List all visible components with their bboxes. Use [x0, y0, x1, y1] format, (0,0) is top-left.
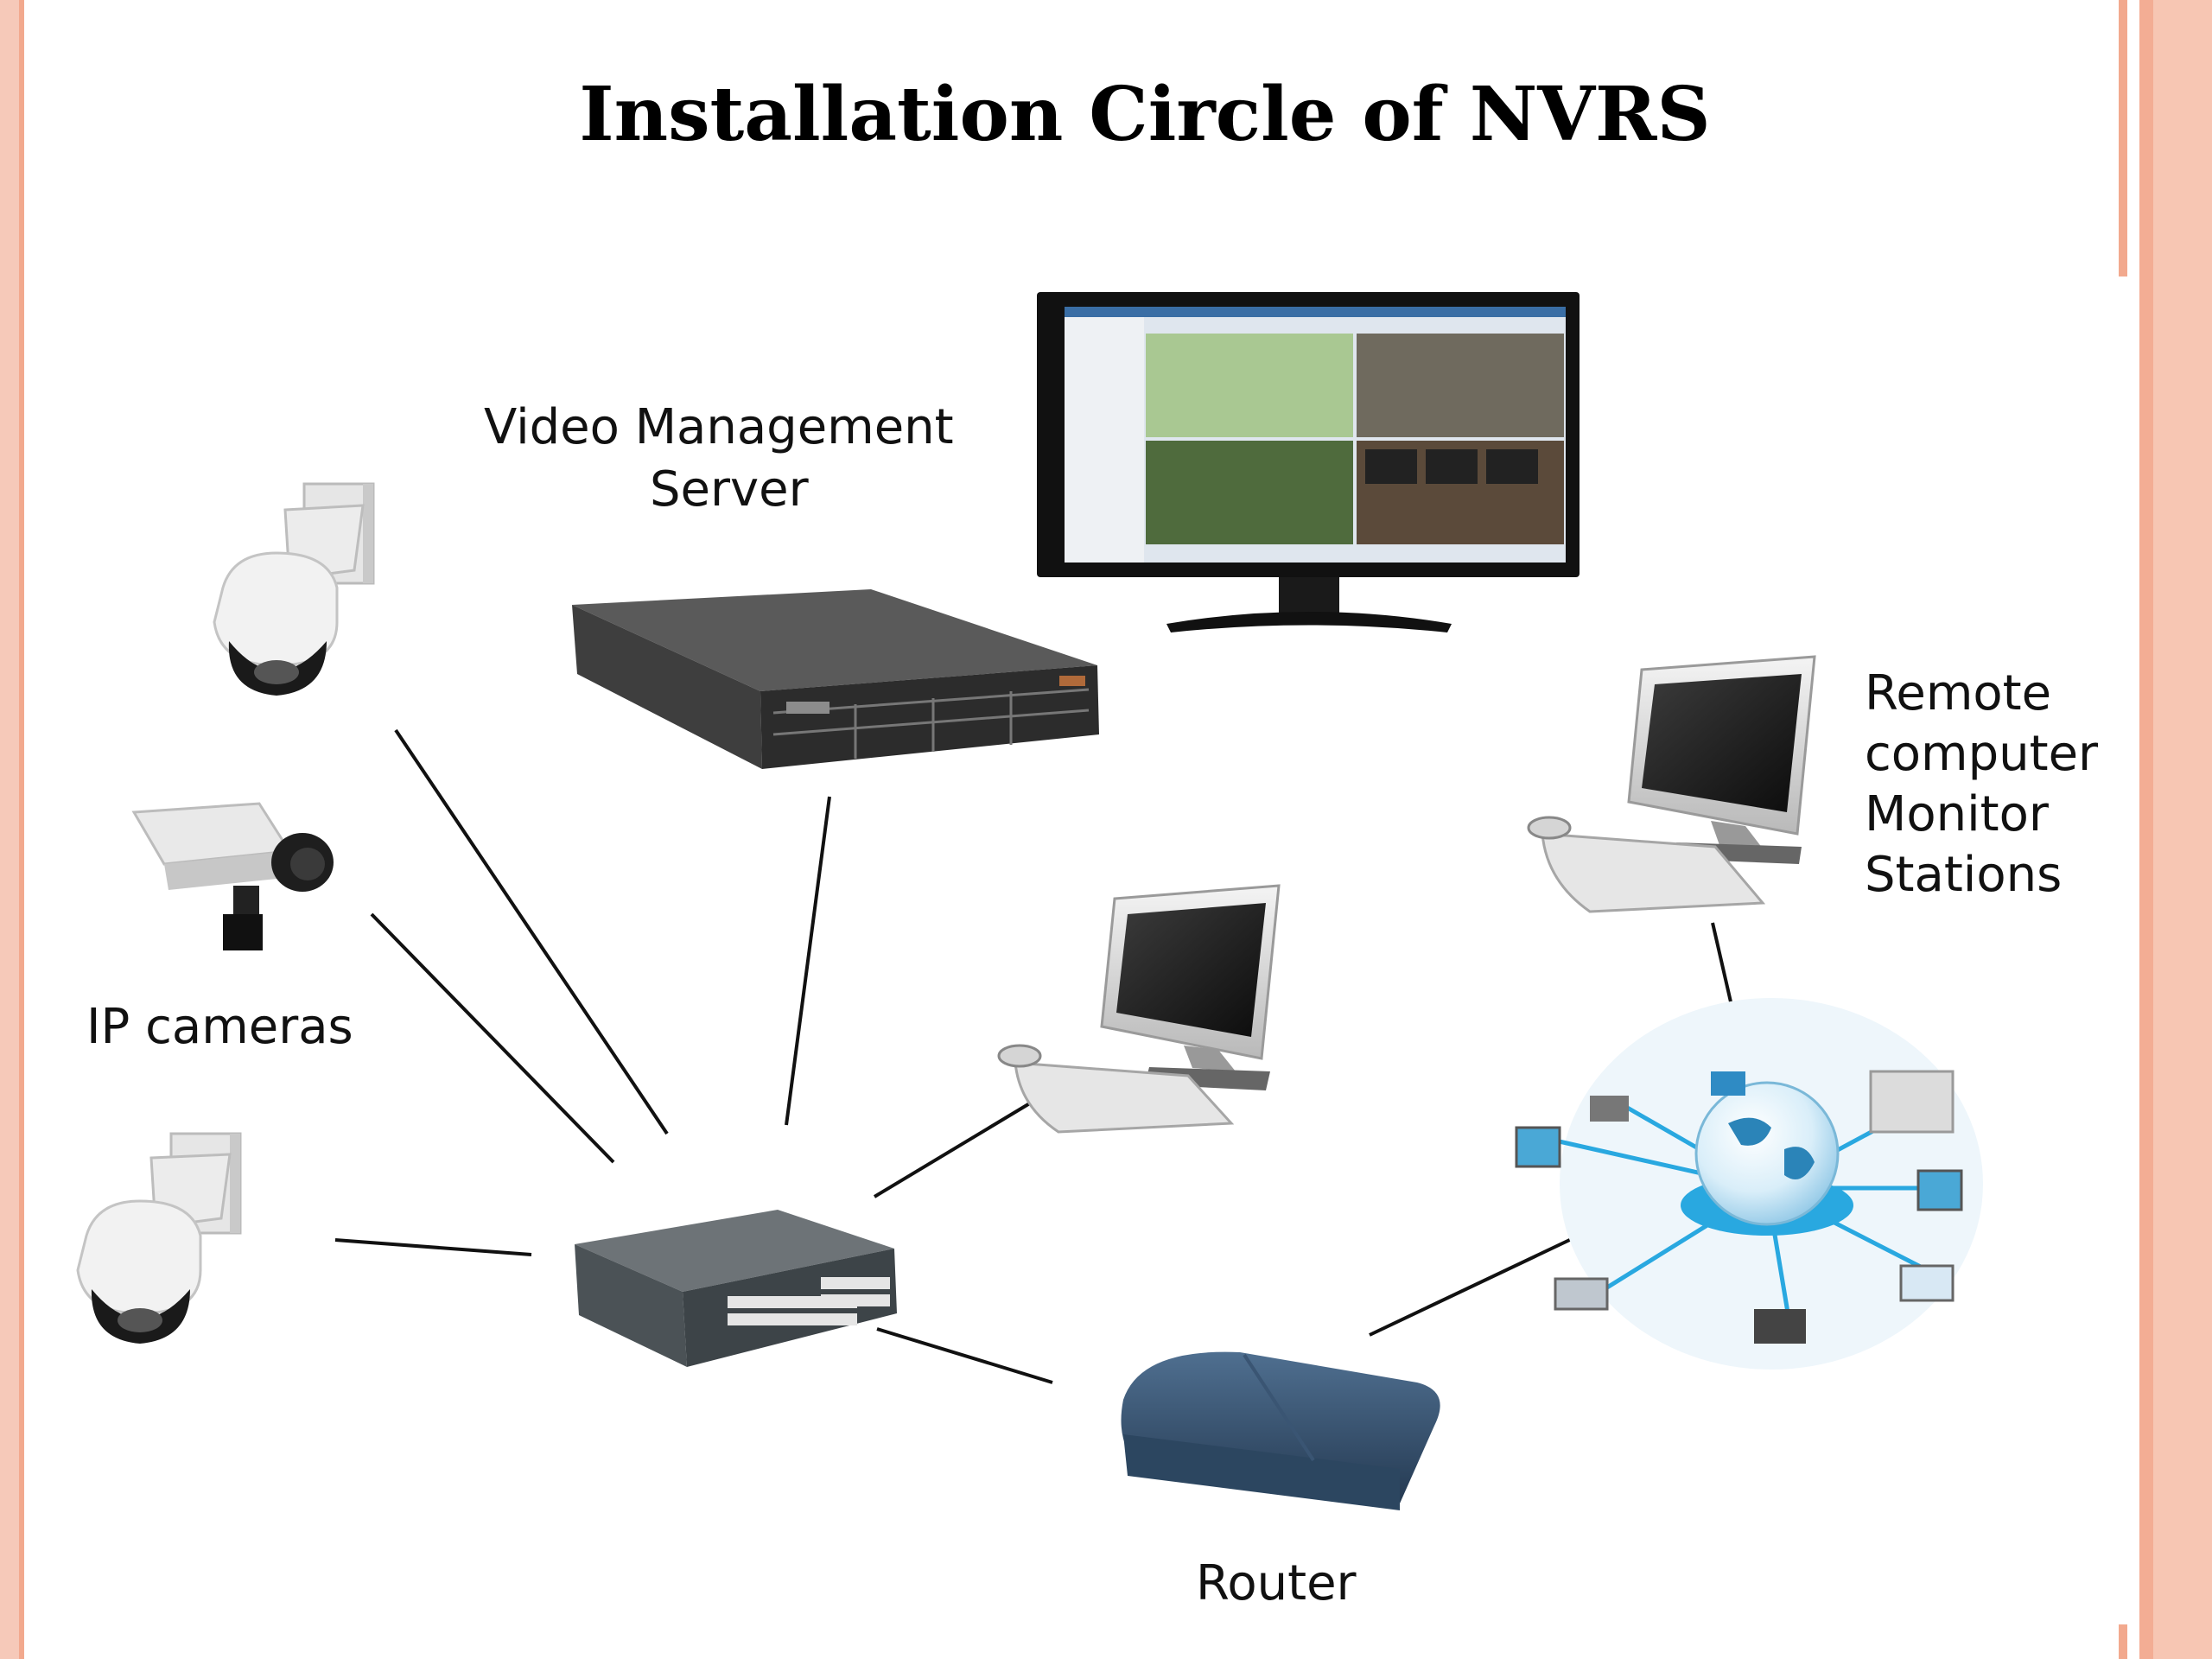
router-label: Router [1196, 1555, 1357, 1611]
workstation-icon [997, 884, 1281, 1134]
page-title: Installation Circle of NVRS [579, 71, 1711, 158]
vms-monitor-icon [1037, 292, 1580, 632]
right-border-line [2119, 0, 2127, 276]
remote-label-line1: Remote [1865, 665, 2052, 721]
ptz-camera-bottom-icon [76, 1132, 242, 1344]
link-camera-box [370, 912, 615, 1164]
link-router [876, 1327, 1053, 1384]
right-border-inner [2139, 0, 2153, 1659]
vms-label-line1: Video Management [484, 399, 954, 455]
remote-label-line2: computer [1865, 726, 2099, 782]
internet-network-icon [1515, 998, 1983, 1370]
rack-server-icon [572, 589, 1099, 769]
remote-label-line3: Monitor [1865, 786, 2049, 842]
link-camera-top [394, 728, 669, 1135]
link-server [785, 796, 831, 1126]
left-border-line [19, 0, 24, 1659]
remote-workstation-icon [1527, 655, 1816, 913]
network-switch-icon [575, 1210, 897, 1367]
left-border [0, 0, 19, 1659]
link-workstation [873, 1100, 1034, 1198]
ip-cameras-label: IP cameras [86, 999, 353, 1055]
router-icon [1121, 1351, 1440, 1510]
vms-label-line2: Server [650, 461, 809, 518]
ptz-camera-top-icon [213, 482, 375, 696]
right-border-line-bottom [2119, 1624, 2127, 1659]
box-camera-icon [131, 802, 334, 950]
remote-label-line4: Stations [1865, 847, 2063, 903]
link-camera-bottom [334, 1238, 532, 1256]
